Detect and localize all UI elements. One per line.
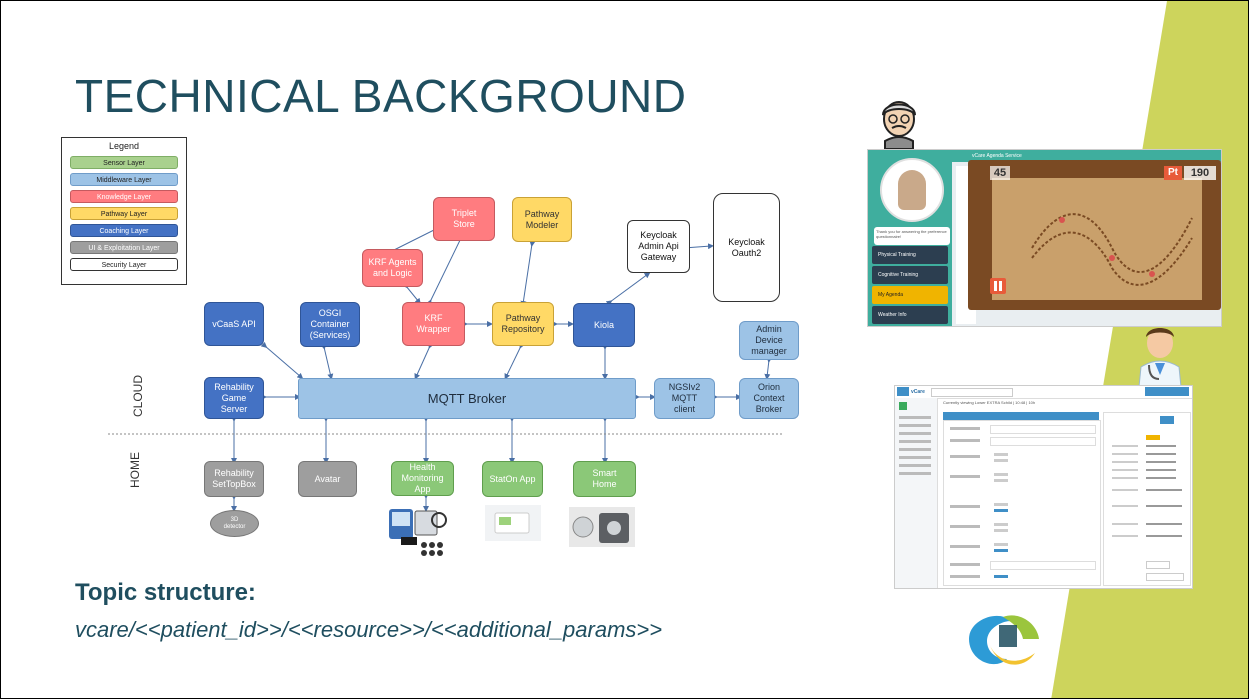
assistant-bubble: Thank you for answering the preference q… xyxy=(874,227,950,245)
smart-home-devices-image xyxy=(569,507,635,547)
agenda-header: vCare Agenda Service xyxy=(952,150,1221,162)
legend-item-pathway: Pathway Layer xyxy=(70,207,178,220)
pathway-repository-box: Pathway Repository xyxy=(492,302,554,346)
legend-item-sensor: Sensor Layer xyxy=(70,156,178,169)
vcare-logo-icon xyxy=(969,615,1039,665)
rehability-settopbox-box: Rehability SetTopBox xyxy=(204,461,264,497)
menu-weather-info[interactable]: Weather Info xyxy=(872,306,948,324)
legend-title: Legend xyxy=(108,141,140,151)
portal-form xyxy=(943,420,1101,586)
topic-heading: Topic structure: xyxy=(75,579,256,606)
vcaas-api-box: vCaaS API xyxy=(204,302,264,346)
legend: Legend Sensor Layer Middleware Layer Kno… xyxy=(61,137,187,285)
ngsi-mqtt-client-box: NGSIv2 MQTT client xyxy=(654,378,715,419)
krf-wrapper-box: KRF Wrapper xyxy=(402,302,465,346)
game-board xyxy=(992,178,1202,300)
home-label: HOME xyxy=(128,452,142,488)
portal-screenshot: vCare Currently viewing Lower EXTRA Schi… xyxy=(894,385,1193,589)
health-devices-image xyxy=(389,509,447,556)
admin-device-manager-box: Admin Device manager xyxy=(739,321,799,360)
menu-cognitive-training[interactable]: Cognitive Training xyxy=(872,266,948,284)
kiola-box: Kiola xyxy=(573,303,635,347)
triplet-store-box: Triplet Store xyxy=(433,197,495,241)
elderly-person-icon xyxy=(882,101,916,149)
portal-topbar: vCare xyxy=(895,386,1192,399)
orion-context-broker-box: Orion Context Broker xyxy=(739,378,799,419)
health-monitoring-app-box: Health Monitoring App xyxy=(391,461,454,496)
staton-app-box: StatOn App xyxy=(482,461,543,497)
game-frame: 45 Pt 190 xyxy=(968,160,1221,310)
keycloak-oauth2-box: Keycloak Oauth2 xyxy=(713,193,780,302)
agenda-header-title: vCare Agenda Service xyxy=(972,153,1022,159)
portal-info-panel xyxy=(1103,412,1191,586)
doctor-icon xyxy=(1138,328,1182,387)
menu-physical-training[interactable]: Physical Training xyxy=(872,246,948,264)
legend-item-middleware: Middleware Layer xyxy=(70,173,178,186)
game-pt-label: Pt xyxy=(1164,166,1182,180)
keycloak-admin-gateway-box: Keycloak Admin Api Gateway xyxy=(627,220,690,273)
agenda-screenshot: Thank you for answering the preference q… xyxy=(867,149,1222,327)
osgi-container-box: OSGI Container (Services) xyxy=(300,302,360,347)
game-path xyxy=(1031,213,1193,286)
staton-device-image xyxy=(485,505,541,541)
game-left-score: 45 xyxy=(990,166,1010,180)
avatar-box: Avatar xyxy=(298,461,357,497)
portal-sidebar xyxy=(895,398,938,588)
portal-logo: vCare xyxy=(911,389,925,395)
legend-item-ui: UI & Exploitation Layer xyxy=(70,241,178,254)
portal-status: Currently viewing Lower EXTRA Schild | 1… xyxy=(943,400,1036,405)
legend-item-coaching: Coaching Layer xyxy=(70,224,178,237)
assistant-avatar xyxy=(880,158,944,222)
legend-item-knowledge: Knowledge Layer xyxy=(70,190,178,203)
legend-item-security: Security Layer xyxy=(70,258,178,271)
mqtt-broker-box: MQTT Broker xyxy=(298,378,636,419)
cloud-label: CLOUD xyxy=(131,374,146,418)
3d-detector-ellipse: 3D detector xyxy=(210,510,259,537)
smart-home-box: Smart Home xyxy=(573,461,636,497)
topic-path: vcare/<<patient_id>>/<<resource>>/<<addi… xyxy=(75,617,663,642)
page-title: TECHNICAL BACKGROUND xyxy=(75,70,687,122)
krf-agents-box: KRF Agents and Logic xyxy=(362,249,423,287)
rehability-game-server-box: Rehability Game Server xyxy=(204,377,264,419)
portal-form-header xyxy=(943,412,1099,420)
menu-my-agenda[interactable]: My Agenda xyxy=(872,286,948,304)
game-right-score: 190 xyxy=(1184,166,1216,180)
pathway-modeler-box: Pathway Modeler xyxy=(512,197,572,242)
pause-icon[interactable] xyxy=(990,278,1006,294)
